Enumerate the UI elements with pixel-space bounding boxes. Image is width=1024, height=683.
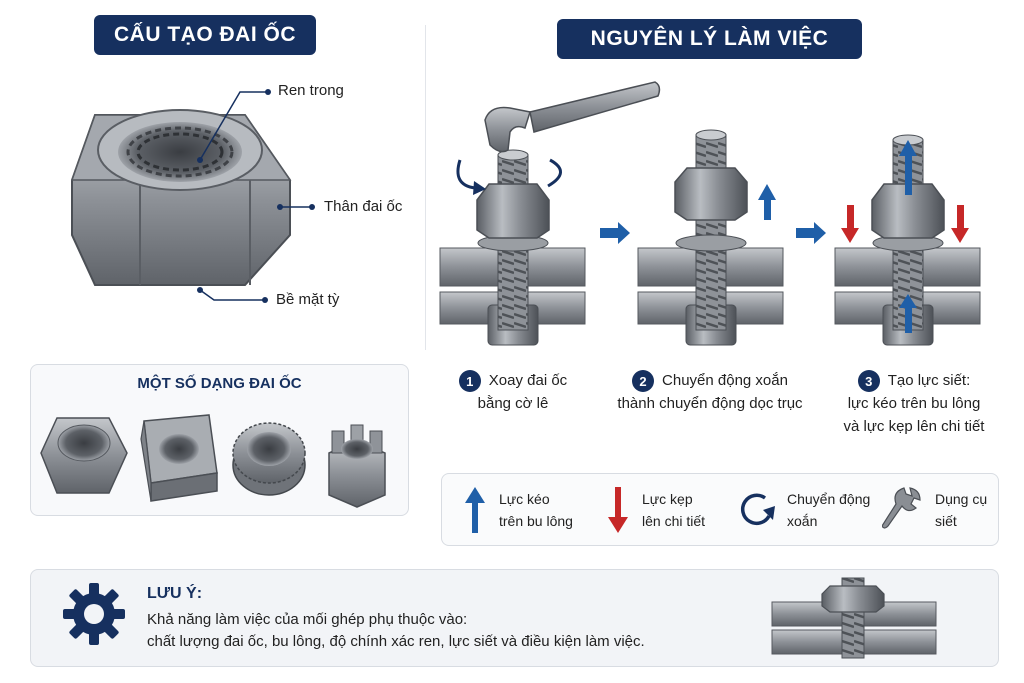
legend-clamp-line1: Lực kẹp (642, 491, 693, 507)
nut-types-card: MỘT SỐ DẠNG ĐAI ỐC (30, 364, 409, 516)
legend-tool-line2: siết (935, 513, 957, 529)
note-line-1: Khả năng làm việc của mối ghép phụ thuộc… (147, 611, 468, 628)
step-2-line1: Chuyển động xoắn (662, 372, 788, 389)
callout-be-mat-ty: Bề mặt tỳ (276, 291, 340, 308)
callout-than-dai-oc: Thân đai ốc (324, 198, 403, 215)
working-principle-illustration (439, 81, 981, 346)
twist-arrow-icon (456, 158, 562, 195)
right-section-title: NGUYÊN LÝ LÀM VIỆC (557, 19, 862, 59)
legend-pull-line2: trên bu lông (499, 513, 573, 529)
castle-nut-icon (328, 424, 386, 508)
stage-1-assembly (439, 149, 586, 346)
step-1-label: 1 Xoay đai ốc bằng cờ lê (448, 369, 578, 415)
legend-pull: Lực kéo trên bu lông (499, 488, 573, 532)
nut-types-title: MỘT SỐ DẠNG ĐAI ỐC (137, 375, 302, 392)
section-divider (425, 25, 426, 350)
legend-pull-line1: Lực kéo (499, 491, 550, 507)
legend-clamp-arrow-icon (608, 487, 628, 533)
legend-clamp: Lực kẹp lên chi tiết (642, 488, 705, 532)
knurled-nut-icon (232, 422, 306, 496)
legend-clamp-line2: lên chi tiết (642, 513, 706, 529)
callout-ren-trong: Ren trong (278, 82, 344, 99)
step-2-label: 2 Chuyển động xoắn thành chuyển động dọc … (604, 369, 816, 415)
hex-nut-illustration (70, 109, 292, 286)
step-3-line3: và lực kẹp lên chi tiết (843, 418, 985, 436)
step-2-line2: thành chuyển động dọc trục (617, 395, 803, 413)
step-3-label: 3 Tạo lực siết: lực kéo trên bu lông và l… (824, 369, 1004, 438)
clamp-arrows-icon (841, 205, 969, 243)
note-assembly-illustration (771, 577, 937, 659)
step-3-line2: lực kéo trên bu lông (847, 395, 981, 413)
square-nut-icon (140, 414, 218, 502)
legend-rotation-line1: Chuyển động (787, 491, 871, 507)
step-arrow-2-icon (796, 222, 826, 244)
step-3-line1: Tạo lực siết: (887, 372, 971, 389)
legend-tool: Dụng cụ siết (935, 488, 987, 532)
step-arrow-1-icon (600, 222, 630, 244)
callout-lines (197, 89, 315, 303)
gear-icon (63, 583, 125, 645)
wrench-icon (484, 81, 661, 153)
nut-types-illustration (40, 414, 386, 508)
step-1-line2: bằng cờ lê (477, 395, 549, 413)
axial-arrow-up-icon (758, 184, 776, 220)
legend-rotate-icon (740, 493, 775, 526)
legend-tool-line1: Dụng cụ (935, 491, 988, 507)
legend-card: Lực kéo trên bu lông Lực kẹp lên chi tiế… (441, 473, 999, 546)
legend-rotation: Chuyển động xoắn (787, 488, 870, 532)
tension-arrow-icon (899, 140, 917, 333)
legend-wrench-icon (882, 487, 921, 529)
step-3-number: 3 (857, 370, 880, 393)
legend-rotation-line2: xoắn (787, 513, 818, 529)
step-1-number: 1 (458, 370, 481, 393)
note-title: LƯU Ý: (147, 585, 203, 602)
stage-2-assembly (637, 129, 784, 346)
step-2-number: 2 (632, 370, 655, 393)
step-1-line1: Xoay đai ốc (488, 372, 568, 389)
hex-nut-small-icon (40, 417, 128, 494)
note-line-2: chất lượng đai ốc, bu lông, độ chính xác… (147, 633, 645, 650)
legend-pull-arrow-icon (465, 487, 485, 533)
left-section-title: CẤU TẠO ĐAI ỐC (94, 15, 316, 55)
